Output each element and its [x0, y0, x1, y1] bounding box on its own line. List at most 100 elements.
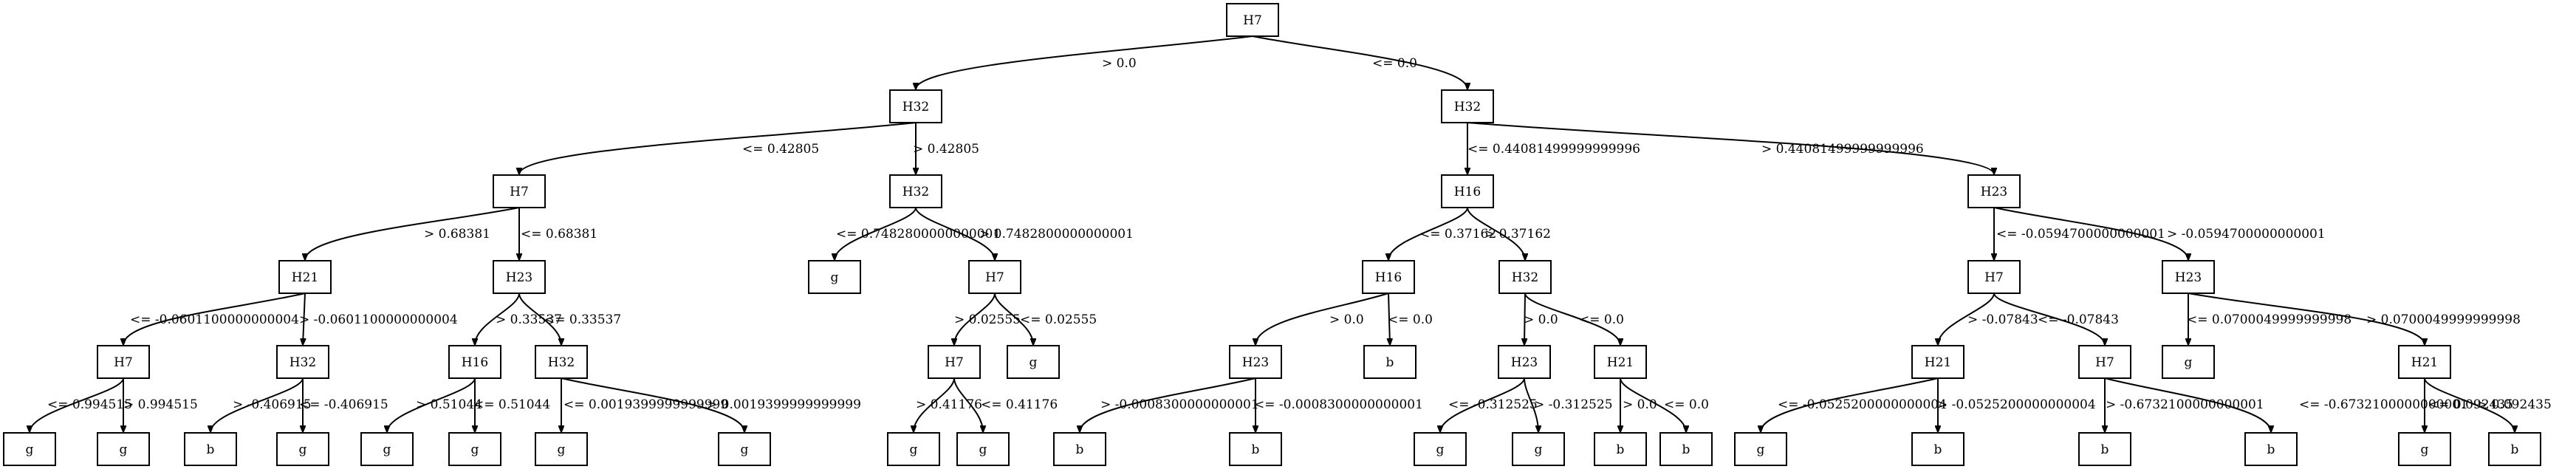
leaf-node-g: g	[360, 432, 414, 466]
leaf-node-g: g	[2398, 432, 2451, 466]
edge-n13-n26	[1993, 293, 2105, 345]
edge-n21-n39	[1080, 377, 1256, 432]
edge-n24-n44	[1620, 377, 1686, 432]
edge-n7-n15	[123, 293, 306, 345]
split-node-h7: H7	[97, 345, 150, 379]
edge-n2-n6	[1467, 122, 1994, 174]
node-box	[1498, 345, 1551, 379]
split-node-h32: H32	[535, 345, 588, 379]
node-box	[1498, 260, 1552, 294]
leaf-node-b: b	[1659, 432, 1713, 466]
leaf-node-g: g	[1007, 345, 1060, 379]
leaf-node-g: g	[1512, 432, 1565, 466]
edge-n19-n37	[914, 377, 955, 432]
edge-n8-n18	[518, 293, 561, 345]
edge-n6-n14	[1993, 207, 2188, 260]
node-label: H21	[1925, 355, 1951, 370]
leaf-node-g: g	[1734, 432, 1787, 466]
edge-label: <= 0.0	[1664, 397, 1709, 412]
edges-layer	[30, 35, 2515, 432]
split-node-h21: H21	[1911, 345, 1964, 379]
edge-label: <= -0.6732100000000001	[2299, 397, 2468, 412]
node-box	[2244, 432, 2298, 466]
edge-label: > -0.0594700000000001	[2167, 227, 2326, 242]
node-box	[2162, 260, 2215, 294]
leaf-node-g: g	[956, 432, 1010, 466]
edge-label: > 0.68381	[424, 227, 490, 242]
leaf-node-b: b	[1053, 432, 1106, 466]
edge-n16-n31	[210, 377, 304, 432]
node-box	[1362, 260, 1415, 294]
edge-n7-n16	[303, 293, 305, 345]
node-box	[2162, 345, 2215, 379]
leaf-node-b: b	[1594, 432, 1647, 466]
split-node-h23: H23	[1498, 345, 1551, 379]
node-box	[2398, 432, 2451, 466]
edge-label: <= 0.68381	[521, 227, 597, 242]
node-box	[1512, 432, 1565, 466]
leaf-node-b: b	[1911, 432, 1964, 466]
leaf-node-g: g	[808, 260, 861, 294]
split-node-h32: H32	[889, 174, 942, 208]
leaf-node-g: g	[2162, 345, 2215, 379]
node-label: g	[471, 442, 479, 457]
edge-label: > -0.0525200000000004	[1937, 397, 2096, 412]
edge-n12-n23	[1524, 293, 1525, 345]
split-node-h23: H23	[2162, 260, 2215, 294]
node-box	[1734, 432, 1787, 466]
node-box	[535, 345, 588, 379]
node-box	[97, 432, 150, 466]
node-label: H7	[114, 355, 133, 370]
node-box	[808, 260, 861, 294]
node-box	[718, 432, 771, 466]
edge-n14-n28	[2188, 293, 2425, 345]
edge-label: <= -0.0601100000000004	[130, 312, 299, 327]
node-box	[97, 345, 150, 379]
edge-label: > 0.37162	[1484, 227, 1551, 242]
edge-label: > 0.02555	[954, 312, 1021, 327]
node-label: g	[910, 442, 918, 457]
leaf-node-g: g	[1414, 432, 1467, 466]
edge-n23-n41	[1440, 377, 1525, 432]
edge-label: <= -0.0525200000000004	[1778, 397, 1947, 412]
node-label: H7	[1984, 270, 2004, 285]
node-box	[448, 345, 501, 379]
edge-n5-n11	[1388, 207, 1468, 260]
edge-label: <= 0.0	[1579, 312, 1624, 327]
node-label: b	[1682, 442, 1690, 457]
split-node-h32: H32	[276, 345, 329, 379]
edge-label: > 0.7482800000000001	[979, 227, 1134, 242]
node-box	[276, 432, 329, 466]
split-node-h32: H32	[1441, 89, 1494, 123]
node-label: H7	[945, 355, 964, 370]
node-label: H21	[2411, 355, 2438, 370]
node-box	[1594, 432, 1647, 466]
edge-label: > -0.406915	[233, 397, 312, 412]
node-label: g	[979, 442, 987, 457]
node-label: g	[1436, 442, 1445, 457]
edge-n10-n20	[994, 293, 1033, 345]
edge-label: > -0.07843	[1967, 312, 2038, 327]
node-label: H32	[548, 355, 575, 370]
edge-label: <= 0.092435	[2428, 397, 2513, 412]
split-node-h7: H7	[493, 174, 546, 208]
edge-label: <= 0.0700049999999998	[2187, 312, 2351, 327]
edge-label: > 0.44081499999999996	[1761, 142, 1924, 157]
leaf-node-g: g	[718, 432, 771, 466]
node-label: b	[2511, 442, 2519, 457]
node-label: H23	[2175, 270, 2202, 285]
node-label: g	[2421, 442, 2429, 457]
edge-label: > -0.312525	[1534, 397, 1613, 412]
split-node-h23: H23	[1967, 174, 2021, 208]
edge-label: <= 0.44081499999999996	[1467, 142, 1640, 157]
edge-n25-n45	[1761, 377, 1939, 432]
edge-labels-layer: > 0.0<= 0.0<= 0.42805> 0.42805<= 0.44081…	[47, 56, 2552, 412]
node-label: g	[1535, 442, 1543, 457]
edge-n0-n2	[1252, 35, 1467, 89]
split-node-h7: H7	[2078, 345, 2131, 379]
node-label: H21	[1607, 355, 1634, 370]
edge-label: <= -0.0594700000000001	[1996, 227, 2165, 242]
edge-n0-n1	[916, 35, 1253, 89]
node-box	[889, 174, 942, 208]
